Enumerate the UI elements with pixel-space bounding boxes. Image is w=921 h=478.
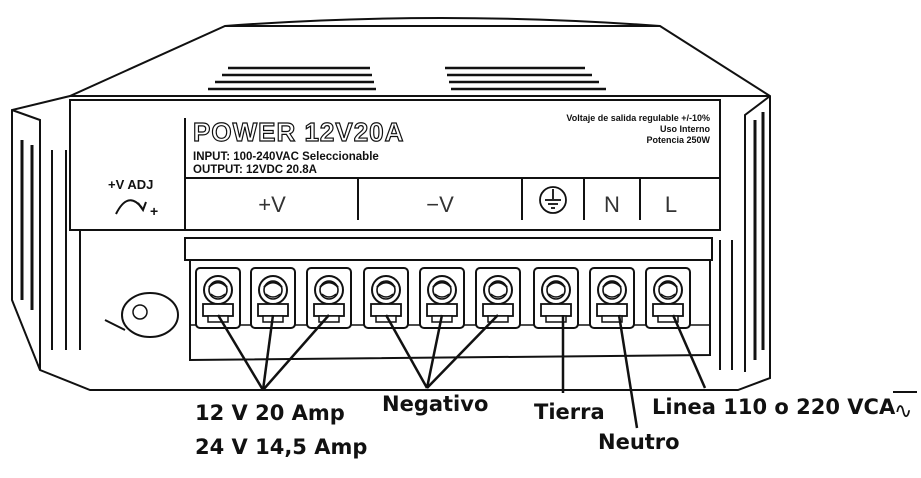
callout-lines <box>216 314 707 429</box>
adjust-potentiometer-icon <box>104 292 179 338</box>
screw-terminal-icon <box>645 267 691 329</box>
device-title: POWER 12V20A <box>193 117 404 147</box>
callout-positive-24v: 24 V 14,5 Amp <box>195 435 367 459</box>
note-power: Potencia 250W <box>646 135 710 145</box>
screw-terminal-icon <box>589 267 635 329</box>
output-spec: OUTPUT: 12VDC 20.8A <box>193 164 317 176</box>
screw-terminal-icon <box>195 267 241 329</box>
screw-terminal-icon <box>306 267 352 329</box>
terminal-label-line: L <box>665 192 677 217</box>
ground-symbol-icon <box>539 186 567 214</box>
input-spec: INPUT: 100-240VAC Seleccionable <box>193 151 379 163</box>
label-panel <box>69 99 721 231</box>
note-voltage: Voltaje de salida regulable +/-10% <box>566 113 710 123</box>
vent-slot-icon <box>208 66 606 91</box>
callout-neutral: Neutro <box>598 430 680 454</box>
adjust-potentiometer-icon <box>115 199 147 215</box>
screw-terminals <box>195 267 691 329</box>
adj-plus: + <box>150 203 158 219</box>
callout-positive-12v: 12 V 20 Amp <box>195 401 345 425</box>
note-internal: Uso Interno <box>660 124 711 134</box>
vent-slot-icon <box>719 112 765 370</box>
callout-ground: Tierra <box>534 400 605 424</box>
ac-symbol: ∿ <box>894 399 912 424</box>
terminal-label-negative: −V <box>426 192 454 217</box>
adj-label: +V ADJ <box>108 177 153 192</box>
callout-line: Linea 110 o 220 VCA <box>652 395 896 419</box>
ac-symbol-icon: ∿ <box>893 391 917 424</box>
terminal-label-neutral: N <box>604 192 620 217</box>
screw-terminal-icon <box>363 267 409 329</box>
callout-negative: Negativo <box>382 392 488 416</box>
screw-terminal-icon <box>533 267 579 329</box>
screw-terminal-icon <box>475 267 521 329</box>
terminal-label-positive: +V <box>258 192 286 217</box>
